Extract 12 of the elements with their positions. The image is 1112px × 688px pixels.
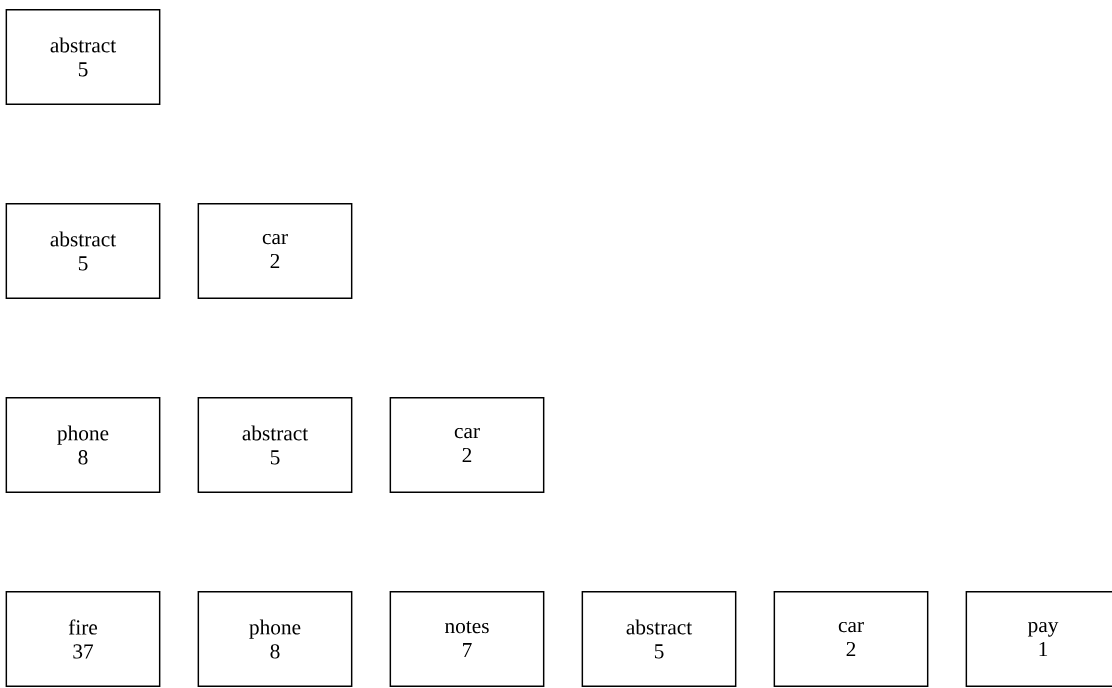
word-box: phone 8	[5, 396, 161, 494]
word-box: notes 7	[389, 590, 545, 688]
word-box: abstract 5	[581, 590, 737, 688]
word-box: phone 8	[197, 590, 353, 688]
word-box: fire 37	[5, 590, 161, 688]
word-box: abstract 5	[5, 202, 161, 300]
word-box: car 2	[389, 396, 545, 494]
word-box: car 2	[197, 202, 353, 300]
word-box: pay 1	[965, 590, 1112, 688]
word-box: abstract 5	[5, 8, 161, 106]
word-box: car 2	[773, 590, 929, 688]
word-box: abstract 5	[197, 396, 353, 494]
